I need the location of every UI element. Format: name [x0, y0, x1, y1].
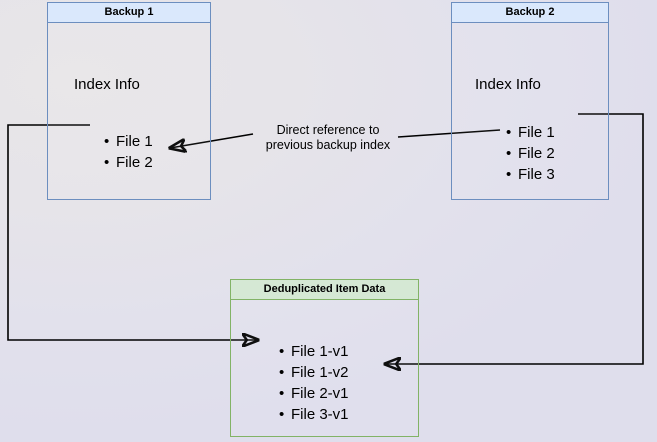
box-deduplicated-item-data: Deduplicated Item Data File 1-v1 File 1-…: [230, 279, 419, 437]
edge-label-direct-reference: Direct reference to previous backup inde…: [265, 123, 391, 152]
box-backup-1: Backup 1 Index Info File 1 File 2: [47, 2, 211, 200]
box-backup-2-header: Backup 2: [452, 3, 608, 23]
box-backup-2: Backup 2 Index Info File 1 File 2 File 3: [451, 2, 609, 200]
list-item: File 3: [506, 164, 555, 185]
list-item: File 2: [506, 143, 555, 164]
backup-2-index-info-label: Index Info: [475, 76, 541, 93]
backup-1-file-list: File 1 File 2: [102, 131, 153, 173]
backup-1-index-info-label: Index Info: [74, 76, 140, 93]
box-backup-1-body: Index Info File 1 File 2: [48, 23, 210, 199]
list-item: File 1: [104, 131, 153, 152]
list-item: File 1-v2: [279, 362, 348, 383]
box-backup-2-body: Index Info File 1 File 2 File 3: [452, 23, 608, 199]
list-item: File 2: [104, 152, 153, 173]
list-item: File 3-v1: [279, 404, 348, 425]
backup-2-file-list: File 1 File 2 File 3: [504, 122, 555, 185]
box-deduplicated-item-data-header: Deduplicated Item Data: [231, 280, 418, 300]
box-deduplicated-item-data-body: File 1-v1 File 1-v2 File 2-v1 File 3-v1: [231, 300, 418, 436]
list-item: File 1: [506, 122, 555, 143]
list-item: File 1-v1: [279, 341, 348, 362]
box-backup-1-header: Backup 1: [48, 3, 210, 23]
list-item: File 2-v1: [279, 383, 348, 404]
dedup-file-list: File 1-v1 File 1-v2 File 2-v1 File 3-v1: [277, 341, 348, 425]
